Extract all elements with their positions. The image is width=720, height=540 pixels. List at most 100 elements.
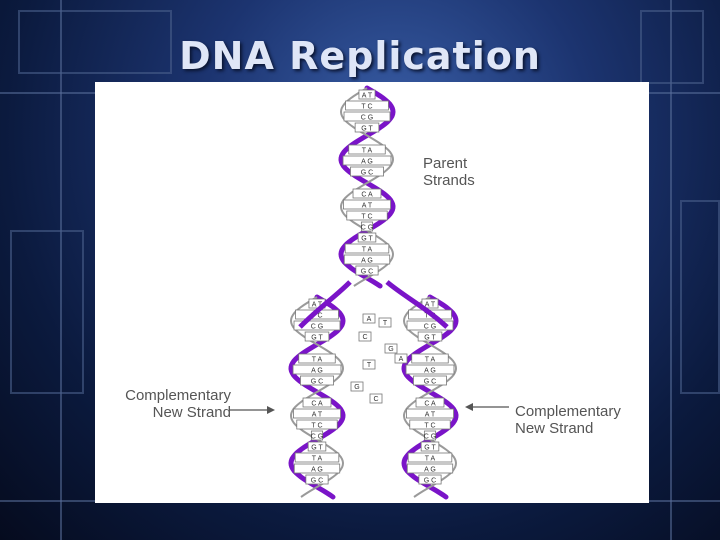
parent-helix-base-letter: A G: [361, 159, 373, 166]
right-daughter-helix-base-pair: [406, 463, 454, 474]
right-daughter-helix-base-pair: [409, 419, 451, 430]
left-daughter-helix-base-letter: A T: [312, 302, 323, 309]
parent-helix-base-letter: G C: [361, 170, 373, 177]
right-daughter-helix-base-pair: [405, 364, 455, 375]
dna-helix-illustration: A TT CC GG TT AA GG CC AA TT CC GG TT AA…: [229, 85, 509, 500]
left-daughter-helix-base-letter: A G: [311, 368, 323, 375]
left-daughter-helix-base-letter: C A: [311, 401, 323, 408]
left-daughter-helix-base-letter: G C: [311, 478, 323, 485]
left-daughter-helix-base-pair: [293, 408, 341, 419]
right-new-strand-text: Complementary New Strand: [515, 403, 621, 437]
left-daughter-helix-base-pair: [304, 331, 330, 342]
right-daughter-helix-base-letter: G T: [424, 445, 436, 452]
free-nucleotide-letter: A: [367, 316, 372, 323]
right-daughter-helix-base-letter: A T: [425, 412, 436, 419]
parent-helix-base-pair: [355, 265, 379, 276]
parent-helix-base-letter: T C: [361, 214, 372, 221]
free-nucleotide-letter: T: [383, 320, 388, 327]
right-daughter-helix-base-pair: [411, 353, 449, 364]
right-daughter-helix-base-pair: [413, 375, 447, 386]
right-daughter-helix-base-pair: [415, 397, 445, 408]
right-daughter-helix-base-letter: C G: [424, 434, 436, 441]
left-daughter-helix-base-pair: [296, 419, 338, 430]
free-nucleotide-letter: A: [399, 356, 404, 363]
right-daughter-helix-base-letter: G C: [424, 379, 436, 386]
background-frame: [10, 230, 84, 394]
parent-helix-base-pair: [343, 199, 391, 210]
parent-helix-base-letter: T A: [362, 148, 373, 155]
parent-helix-base-letter: A T: [362, 93, 373, 100]
right-daughter-helix-base-letter: G T: [424, 335, 436, 342]
left-daughter-helix-base-letter: T A: [312, 357, 323, 364]
left-daughter-helix-base-pair: [300, 375, 334, 386]
parent-helix-base-letter: G C: [361, 269, 373, 276]
fork-right-strand: [385, 280, 449, 329]
left-daughter-helix-base-letter: G T: [311, 445, 323, 452]
parent-helix-base-pair: [343, 254, 391, 265]
parent-helix-base-pair: [354, 122, 380, 133]
parent-helix-base-pair: [357, 232, 377, 243]
right-daughter-helix-base-letter: T A: [425, 456, 436, 463]
parent-strands-text: Parent Strands: [423, 155, 475, 189]
fork-left-strand: [298, 280, 352, 329]
left-daughter-helix-base-letter: C G: [311, 324, 323, 331]
parent-helix-base-pair: [346, 210, 388, 221]
free-nucleotide: [378, 317, 392, 328]
parent-helix-base-letter: C G: [361, 115, 373, 122]
background-frame: [640, 10, 704, 84]
parent-strands-label: Parent Strands: [423, 155, 533, 189]
free-nucleotide-letter: C: [362, 334, 367, 341]
parent-helix-base-letter: G T: [361, 126, 373, 133]
parent-helix-base-pair: [342, 155, 392, 166]
free-nucleotide: [362, 313, 376, 324]
parent-helix-base-letter: C A: [361, 192, 373, 199]
free-nucleotide-letter: G: [388, 346, 393, 353]
left-daughter-helix-base-pair: [302, 397, 332, 408]
parent-helix-base-letter: G T: [361, 236, 373, 243]
right-daughter-helix-base-letter: T C: [424, 423, 435, 430]
left-daughter-helix-base-pair: [298, 353, 336, 364]
right-daughter-helix-base-pair: [420, 441, 440, 452]
parent-helix-base-pair: [360, 221, 374, 232]
parent-helix-base-letter: T A: [362, 247, 373, 254]
left-daughter-helix-base-pair: [293, 320, 341, 331]
right-daughter-helix-base-letter: T A: [425, 357, 436, 364]
left-new-strand-label: Complementary New Strand: [111, 387, 231, 421]
left-daughter-helix-base-letter: A G: [311, 467, 323, 474]
right-daughter-helix-base-pair: [423, 430, 437, 441]
parent-helix-base-pair: [344, 243, 390, 254]
right-daughter-helix-base-pair: [418, 474, 442, 485]
left-daughter-helix-base-letter: T C: [311, 313, 322, 320]
free-nucleotide: [384, 343, 398, 354]
parent-helix-base-pair: [348, 144, 386, 155]
parent-helix-base-letter: A G: [361, 258, 373, 265]
parent-helix-base-pair: [343, 111, 391, 122]
left-daughter-helix-base-letter: A T: [312, 412, 323, 419]
background-frame: [18, 10, 172, 74]
parent-helix-base-pair: [345, 100, 389, 111]
right-daughter-helix-base-pair: [406, 320, 454, 331]
free-nucleotide: [394, 353, 408, 364]
parent-helix-base-letter: C G: [361, 225, 373, 232]
right-daughter-helix-base-letter: A G: [424, 467, 436, 474]
right-daughter-helix-base-pair: [417, 331, 443, 342]
background-frame: [680, 200, 720, 394]
right-daughter-helix-base-letter: C G: [424, 324, 436, 331]
left-new-strand-text: Complementary New Strand: [125, 387, 231, 421]
left-daughter-helix-base-pair: [293, 463, 341, 474]
parent-helix-base-pair: [350, 166, 384, 177]
free-nucleotide-letter: T: [367, 362, 372, 369]
right-daughter-helix-base-letter: C A: [424, 401, 436, 408]
free-nucleotide: [362, 359, 376, 370]
parent-helix-base-pair: [358, 89, 376, 100]
free-nucleotide: [350, 381, 364, 392]
right-daughter-helix-base-letter: G C: [424, 478, 436, 485]
background-line: [670, 0, 672, 540]
right-new-strand-label: Complementary New Strand: [515, 403, 645, 437]
free-nucleotide-letter: C: [373, 396, 378, 403]
free-nucleotide: [358, 331, 372, 342]
right-daughter-helix-base-pair: [421, 298, 439, 309]
free-nucleotide-letter: G: [354, 384, 359, 391]
parent-helix-base-letter: T C: [361, 104, 372, 111]
